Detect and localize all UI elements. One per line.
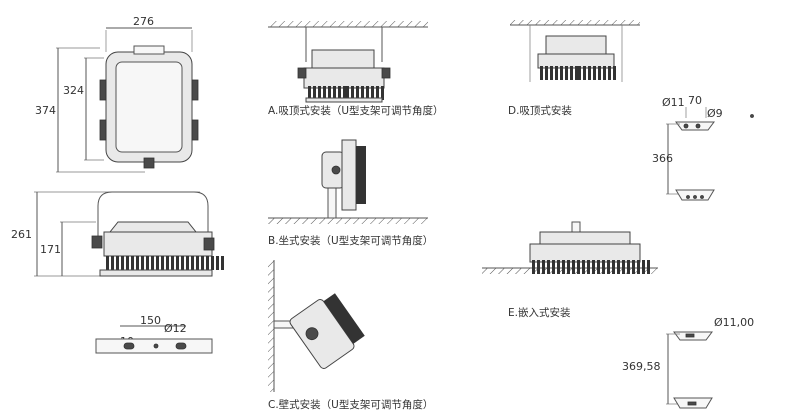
embedded-mount-detail: Ø11,00 369,58	[622, 316, 754, 409]
dim-side-total-height: 261	[11, 228, 32, 241]
dim-mount-d1: Ø11	[662, 96, 685, 109]
install-b-seat: B.坐式安装（U型支架可调节角度）	[268, 139, 433, 247]
dim-embed-height: 369,58	[622, 360, 661, 373]
caption-c: C.壁式安装（U型支架可调节角度）	[268, 398, 433, 411]
dim-mount-d2: Ø9	[707, 107, 723, 120]
install-d-ceiling: D.吸顶式安装	[508, 20, 640, 117]
front-view: 276 374 324	[35, 15, 199, 173]
u-bracket	[97, 191, 209, 246]
caption-a: A.吸顶式安装（U型支架可调节角度）	[268, 104, 444, 117]
ceiling-mount-detail: Ø11 70 Ø9 366	[652, 94, 754, 201]
dim-bracket-hole: Ø12	[164, 322, 187, 335]
install-c-wall: C.壁式安装（U型支架可调节角度）	[268, 260, 433, 411]
mount-plate-top	[675, 121, 715, 131]
dim-front-width: 276	[133, 15, 154, 28]
bracket-detail: 150 Ø12 10	[95, 314, 213, 354]
side-view: 261 171	[11, 191, 224, 277]
caption-b: B.坐式安装（U型支架可调节角度）	[268, 234, 433, 247]
dim-embed-hole: Ø11,00	[714, 316, 754, 329]
dim-front-inner-height: 324	[63, 84, 84, 97]
dim-mount-w: 70	[688, 94, 702, 107]
mount-plate-bottom	[675, 189, 715, 201]
dim-mount-h: 366	[652, 152, 673, 165]
dim-side-body-height: 171	[40, 243, 61, 256]
caption-e: E.嵌入式安装	[508, 306, 571, 319]
caption-d: D.吸顶式安装	[508, 104, 572, 117]
install-a-ceiling: A.吸顶式安装（U型支架可调节角度）	[268, 21, 444, 117]
lens-panel	[115, 61, 183, 153]
install-e-embedded: E.嵌入式安装	[482, 221, 658, 319]
dim-front-outer-height: 374	[35, 104, 56, 117]
dim-bracket-length: 150	[140, 314, 161, 327]
